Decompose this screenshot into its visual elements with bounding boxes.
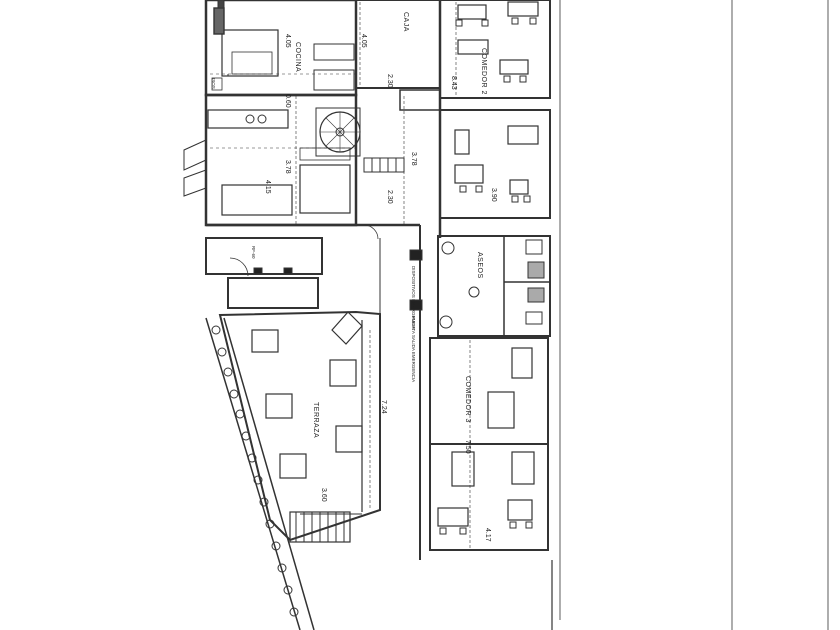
dim-2-30-a: 2.30	[386, 74, 393, 88]
dim-4-17: 4.17	[484, 528, 491, 542]
room-aseos	[437, 235, 551, 337]
label-comedor-3: COMEDOR 3	[464, 376, 471, 423]
planter-strip	[205, 317, 315, 630]
dim-3-90: 3.90	[490, 188, 497, 202]
service-area	[205, 237, 323, 309]
side-door-swings	[183, 0, 225, 197]
room-comedor-3	[429, 337, 549, 551]
dim-4-05-b: 4.05	[360, 34, 367, 48]
misc-labels: RF-60 ISOS DISPOSITIVOS EMERGENCIA PUERT…	[211, 78, 416, 382]
kitchen-fixtures	[207, 7, 356, 216]
entry-steps	[363, 157, 405, 173]
dim-4-05-a: 4.05	[284, 34, 291, 48]
room-comedor-2	[439, 0, 551, 219]
room-terraza	[218, 310, 381, 543]
label-aseos: ASEOS	[476, 252, 483, 279]
label-emergency-exit: PUERTA SALIDA EMERGENCIA	[411, 316, 416, 382]
dim-7-24: 7.24	[380, 400, 387, 414]
dimension-lines	[295, 2, 471, 548]
dimension-labels: 4.05 4.05 2.30 0.60 8.43 3.78 3.78 4.15 …	[264, 34, 497, 542]
label-cocina: COCINA	[294, 42, 301, 72]
label-iso: ISOS	[211, 78, 216, 89]
dim-0-60: 0.60	[284, 94, 291, 108]
spiral-staircase	[315, 107, 361, 157]
dim-2-30-b: 2.30	[386, 190, 393, 204]
corridor	[363, 224, 423, 560]
label-emergency-devices: DISPOSITIVOS EMERGENCIA	[411, 266, 416, 329]
dim-3-78-a: 3.78	[284, 160, 291, 174]
dim-3-60: 3.60	[320, 488, 327, 502]
building-upper-block	[204, 0, 442, 238]
dim-8-43: 8.43	[450, 76, 457, 90]
room-labels: CAJA COCINA COMEDOR 2 ASEOS COMEDOR 3 TE…	[294, 12, 487, 438]
dim-7-50: 7.50	[464, 440, 471, 454]
dim-4-15: 4.15	[264, 180, 271, 194]
label-caja: CAJA	[402, 12, 409, 32]
label-comedor-2: COMEDOR 2	[480, 48, 487, 95]
dim-3-78-b: 3.78	[410, 152, 417, 166]
label-rf60: RF-60	[251, 246, 256, 259]
label-terraza: TERRAZA	[312, 402, 319, 438]
